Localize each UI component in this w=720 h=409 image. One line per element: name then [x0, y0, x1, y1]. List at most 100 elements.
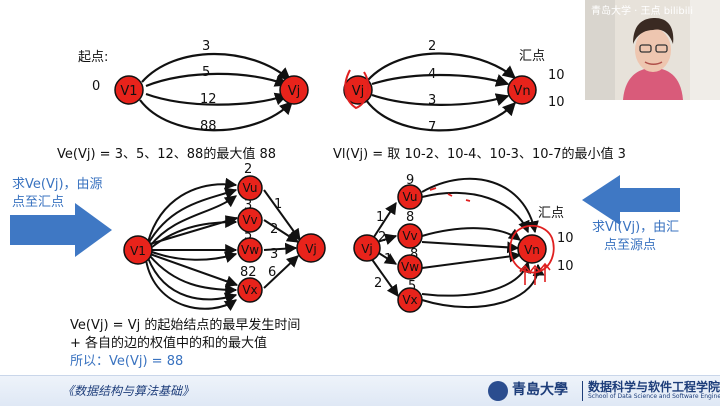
presenter-video — [585, 0, 720, 100]
weight-label: 3 — [202, 39, 210, 54]
red-annotation-scribble — [344, 69, 370, 110]
sink-value-top-2: 10 — [548, 95, 565, 110]
weight-label: 3 — [244, 198, 252, 213]
edge-v1-vj-88 — [139, 99, 293, 132]
edge-vj-vn-7 — [365, 99, 516, 132]
edge-v1-vj-12 — [145, 92, 289, 106]
edge-vj-vn-2 — [367, 52, 517, 81]
node-vn-bottom: Vn — [517, 234, 547, 264]
edge-v1-vj-3 — [141, 52, 291, 83]
node-vw-bottom-right: Vw — [397, 254, 423, 280]
weight-label: 2 — [428, 39, 436, 54]
node-vj-bottom-right: Vj — [353, 234, 381, 262]
bottom-left-weights: 2 3 5 82 1 2 3 6 — [240, 162, 282, 280]
svg-text:Vw: Vw — [401, 260, 419, 274]
node-v1-top: V1 — [114, 75, 144, 105]
start-value: 0 — [92, 79, 101, 94]
node-vu-bottom-left: Vu — [237, 175, 263, 201]
node-v1-bottom: V1 — [123, 235, 153, 265]
weight-label: 7 — [428, 120, 436, 135]
node-label: Vj — [288, 84, 301, 99]
edge-vj-vn-4 — [371, 73, 510, 87]
vl-caption: Vl(Vj) = 取 10-2、10-4、10-3、10-7的最小值 3 — [333, 147, 626, 162]
left-arrow-text-line2: 点至汇点 — [12, 195, 65, 210]
top-left-weights: 3 5 12 88 — [200, 39, 217, 134]
node-vw-bottom-left: Vw — [237, 237, 263, 263]
top-right-graph — [365, 52, 517, 132]
weight-label: 2 — [270, 222, 278, 237]
top-right-weights: 2 4 3 7 — [428, 39, 436, 135]
arrow-right-shape — [10, 203, 112, 257]
weight-label: 5 — [244, 228, 252, 243]
red-annotation-arrows — [519, 262, 551, 285]
bottom-left-graph — [145, 177, 301, 312]
node-vv-bottom-left: Vv — [237, 207, 263, 233]
node-label: Vj — [352, 84, 365, 99]
node-label: Vn — [513, 84, 530, 99]
weight-label: 4 — [428, 67, 436, 82]
sink-value-top-1: 10 — [548, 68, 565, 83]
svg-text:Vu: Vu — [403, 190, 418, 204]
svg-text:Vj: Vj — [305, 242, 317, 256]
arrow-left-shape — [582, 175, 680, 225]
weight-label: 5 — [408, 279, 416, 294]
school-name-en: School of Data Science and Software Engi… — [588, 393, 720, 400]
course-title: 《数据结构与算法基础》 — [62, 384, 195, 398]
top-left-graph — [139, 52, 293, 132]
weight-label: 1 — [376, 210, 384, 225]
explanation-line2: + 各自的边的权值中的和的最大值 — [70, 336, 268, 351]
sink-label-top: 汇点 — [519, 49, 546, 64]
svg-text:Vw: Vw — [241, 243, 259, 257]
svg-text:Vv: Vv — [242, 213, 257, 227]
right-arrow-text-line1: 求Vl(Vj)，由汇 — [592, 220, 680, 235]
weight-label: 3 — [428, 93, 436, 108]
node-vv-bottom-right: Vv — [397, 223, 423, 249]
svg-text:V1: V1 — [130, 244, 146, 258]
svg-text:Vx: Vx — [402, 293, 417, 307]
node-vj-top-left: Vj — [279, 75, 309, 105]
webcam-watermark: 青岛大学 · 王点 bilibili — [591, 6, 694, 17]
node-vn-top: Vn — [507, 75, 537, 105]
node-label: V1 — [120, 84, 137, 99]
weight-label: 6 — [268, 265, 276, 280]
svg-text:Vu: Vu — [243, 181, 258, 195]
bottom-right-graph — [370, 177, 545, 308]
node-vj-bottom-left: Vj — [296, 233, 326, 263]
webcam-overlay: 青岛大学 · 王点 bilibili — [585, 0, 720, 100]
bottom-right-nodes: Vj Vu Vv Vw Vx Vn — [353, 184, 547, 313]
node-vu-bottom-right: Vu — [397, 184, 423, 210]
weight-label: 1 — [274, 197, 282, 212]
node-vx-bottom-right: Vx — [397, 287, 423, 313]
weight-label: 5 — [202, 65, 210, 80]
footer-divider — [582, 381, 583, 401]
weight-label: 12 — [200, 92, 217, 107]
university-logo — [488, 381, 508, 401]
weight-label: 2 — [378, 230, 386, 245]
weight-label: 8 — [410, 247, 418, 262]
svg-text:Vv: Vv — [402, 229, 417, 243]
start-label: 起点: — [78, 50, 109, 65]
svg-text:Vj: Vj — [361, 242, 373, 256]
edge-v1-vj-5 — [145, 72, 289, 88]
svg-text:Vx: Vx — [242, 283, 257, 297]
weight-label: 2 — [244, 162, 252, 177]
footer-bar: 《数据结构与算法基础》 青島大學 数据科学与软件工程学院 School of D… — [0, 375, 720, 406]
edge-vj-vn-3 — [371, 93, 510, 106]
explanation-line1: Ve(Vj) = Vj 的起始结点的最早发生时间 — [70, 318, 301, 333]
weight-label: 88 — [200, 119, 217, 134]
sink-value-bottom-2: 10 — [557, 259, 574, 274]
bottom-right-weights: 9 8 8 5 1 2 1 2 — [374, 173, 418, 294]
svg-text:Vn: Vn — [524, 243, 540, 257]
weight-label: 1 — [384, 252, 392, 267]
left-arrow-text-line1: 求Ve(Vj)，由源 — [12, 177, 103, 192]
red-annotation-dots — [429, 187, 471, 202]
right-arrow-text-line2: 点至源点 — [604, 238, 657, 253]
sink-value-bottom-1: 10 — [557, 231, 574, 246]
red-annotation-circle — [509, 224, 555, 274]
ve-caption: Ve(Vj) = 3、5、12、88的最大值 88 — [57, 147, 276, 162]
explanation-line3: 所以：Ve(Vj) = 88 — [70, 354, 184, 369]
node-vj-top-right: Vj — [343, 75, 373, 105]
sink-label-bottom: 汇点 — [538, 206, 565, 221]
bottom-left-nodes: V1 Vu Vv Vw Vx Vj — [123, 175, 326, 303]
